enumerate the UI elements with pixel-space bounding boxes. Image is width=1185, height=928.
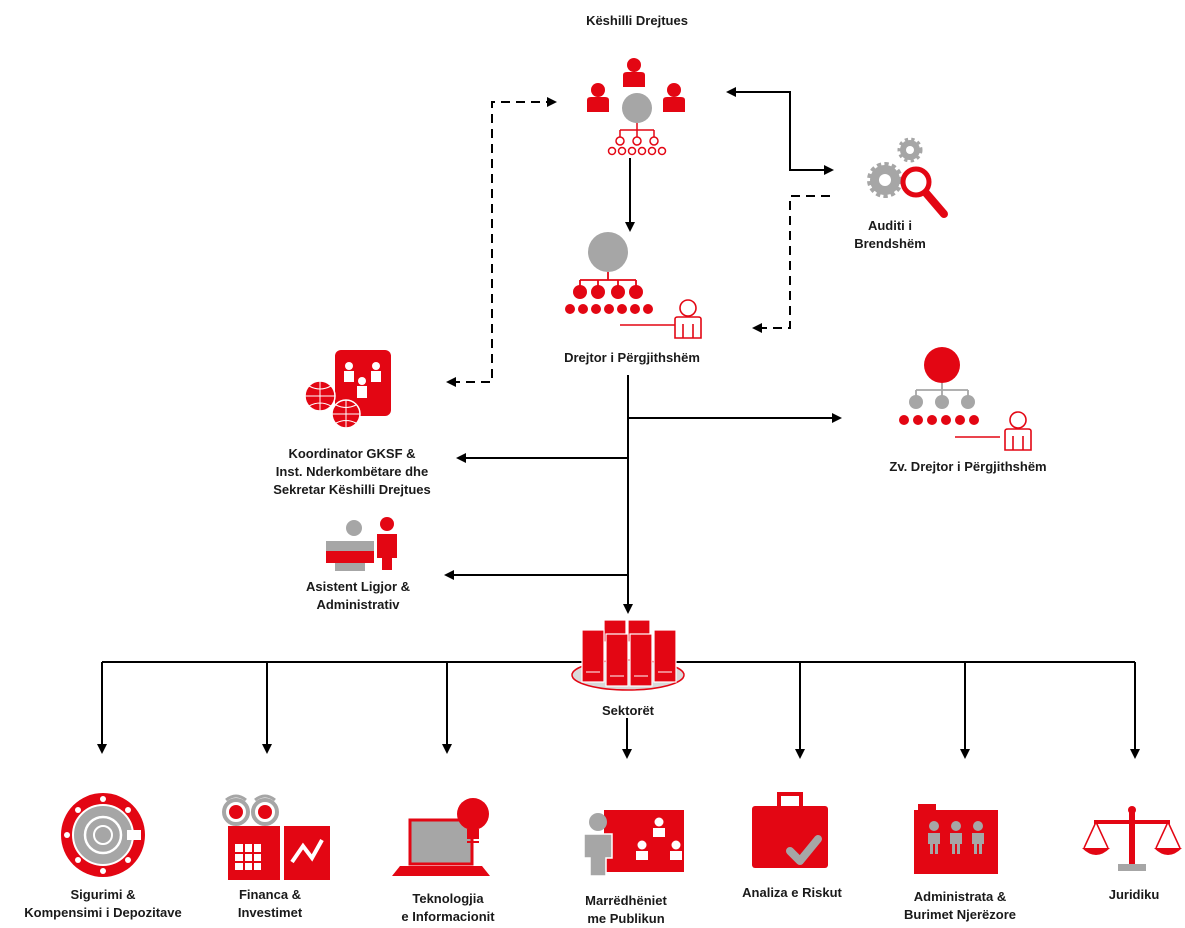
scales-icon [1082,806,1182,871]
audit-label-line1: Auditi i [867,218,913,233]
connectors [97,87,1140,759]
unit-label-line1: Juridiku [1108,887,1160,902]
audit-label-line2: Brendshëm [854,236,926,251]
deputy-hierarchy-icon [899,347,1032,451]
unit-label-it: Teknologjia e Informacionit [401,890,494,926]
unit-label-line1: Analiza e Riskut [742,885,842,900]
assistant-desk-icon [326,517,397,571]
unit-label-finance: Financa & Investimet [238,886,302,922]
director-label: Drejtor i Përgjithshëm [564,350,700,365]
unit-label-deposit-insurance: Sigurimi & Kompensimi i Depozitave [24,886,181,922]
unit-label-line2: me Publikun [587,911,665,926]
unit-label-line1: Marrëdhëniet [585,893,667,908]
unit-label-line1: Teknologjia [412,891,484,906]
board-label: Këshilli Drejtues [586,13,688,28]
unit-label-line1: Sigurimi & [70,887,136,902]
unit-label-line1: Administrata & [913,889,1007,904]
assistant-label-line1: Asistent Ligjor & [305,579,411,594]
unit-label-line2: Kompensimi i Depozitave [24,905,182,920]
laptop-icon [392,798,490,876]
audit-to-director-dashed [752,195,830,333]
unit-label-line2: Burimet Njerëzore [904,907,1016,922]
unit-label-risk-analysis: Analiza e Riskut [742,884,842,902]
assistant-label: Asistent Ligjor & Administrativ [306,578,410,614]
coordinator-label: Koordinator GKSF & Inst. Nderkombëtare d… [273,445,431,499]
board-group-icon [587,58,685,156]
director-hierarchy-icon [565,232,702,339]
sectors-servers-icon [571,619,685,691]
vault-icon [61,793,145,877]
audit-label: Auditi i Brendshëm [854,217,926,253]
board-to-coordinator-dashed [446,97,557,387]
deputy-label: Zv. Drejtor i Përgjithshëm [889,459,1047,474]
unit-label-public-relations: Marrëdhëniet me Publikun [585,892,667,928]
unit-label-administration-hr: Administrata & Burimet Njerëzore [904,888,1016,924]
coordinator-label-line2: Inst. Nderkombëtare dhe [275,464,429,479]
assistant-label-line2: Administrativ [316,597,400,612]
coordinator-label-line3: Sekretar Këshilli Drejtues [273,482,431,497]
coordinator-globe-team-icon [304,350,391,429]
team-folder-icon [914,804,998,874]
finance-icon [222,794,330,880]
briefcase-check-icon [752,792,828,868]
unit-label-legal: Juridiku [1109,886,1160,904]
unit-label-line2: Investimet [237,905,303,920]
board-audit-connector [726,87,834,175]
audit-gears-magnifier-icon [867,137,948,218]
unit-label-line2: e Informacionit [401,909,495,924]
presentation-icon [583,810,684,877]
unit-label-line1: Financa & [238,887,302,902]
sectors-label: Sektorët [601,703,655,718]
coordinator-label-line1: Koordinator GKSF & [288,446,416,461]
